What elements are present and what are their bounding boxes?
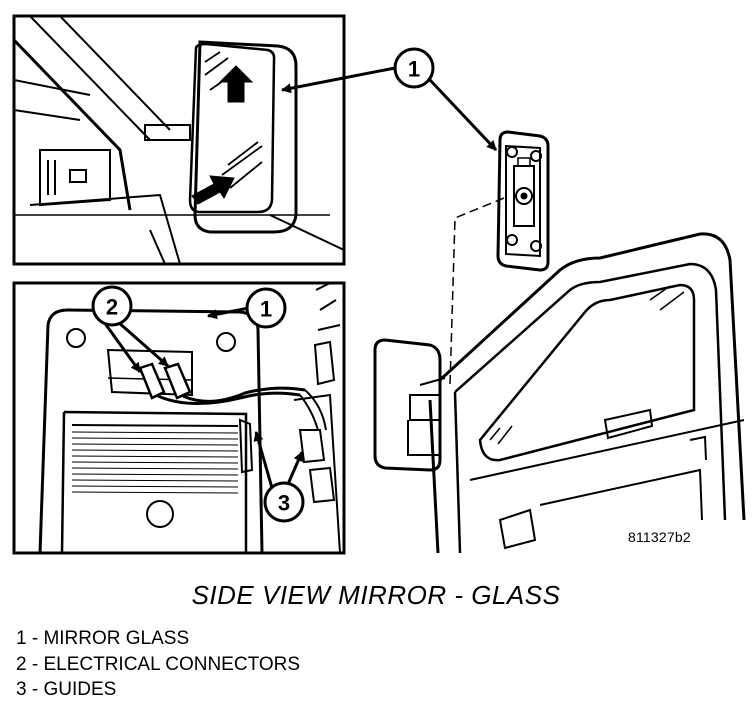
callout-bottom-1: 1 bbox=[207, 287, 287, 329]
callout-bottom-2-label: 2 bbox=[106, 295, 118, 320]
callout-bottom-2: 2 bbox=[91, 285, 169, 373]
callout-bottom-1-label: 1 bbox=[260, 297, 272, 322]
legend-list: 1 - MIRROR GLASS 2 - ELECTRICAL CONNECTO… bbox=[16, 626, 300, 703]
callout-top-1: 1 bbox=[281, 47, 498, 152]
callout-bottom-3-label: 3 bbox=[278, 491, 290, 516]
mirror-diagram: 1 1 2 3 bbox=[12, 14, 746, 555]
figure-title: SIDE VIEW MIRROR - GLASS bbox=[191, 580, 561, 610]
legend-item-guides: 3 - GUIDES bbox=[16, 679, 117, 700]
legend-item-electrical-connectors: 2 - ELECTRICAL CONNECTORS bbox=[16, 653, 300, 675]
separated-mirror-glass bbox=[496, 130, 550, 272]
bottom-panel-border bbox=[12, 281, 346, 555]
figure-reference-code: 811327b2 bbox=[628, 529, 691, 545]
top-panel-border bbox=[12, 14, 346, 266]
top-inset-panel bbox=[12, 14, 346, 266]
main-door-view bbox=[373, 130, 746, 554]
callout-top-1-label: 1 bbox=[408, 57, 420, 82]
callout-bottom-3: 3 bbox=[253, 431, 305, 523]
legend-item-mirror-glass: 1 - MIRROR GLASS bbox=[16, 628, 190, 649]
